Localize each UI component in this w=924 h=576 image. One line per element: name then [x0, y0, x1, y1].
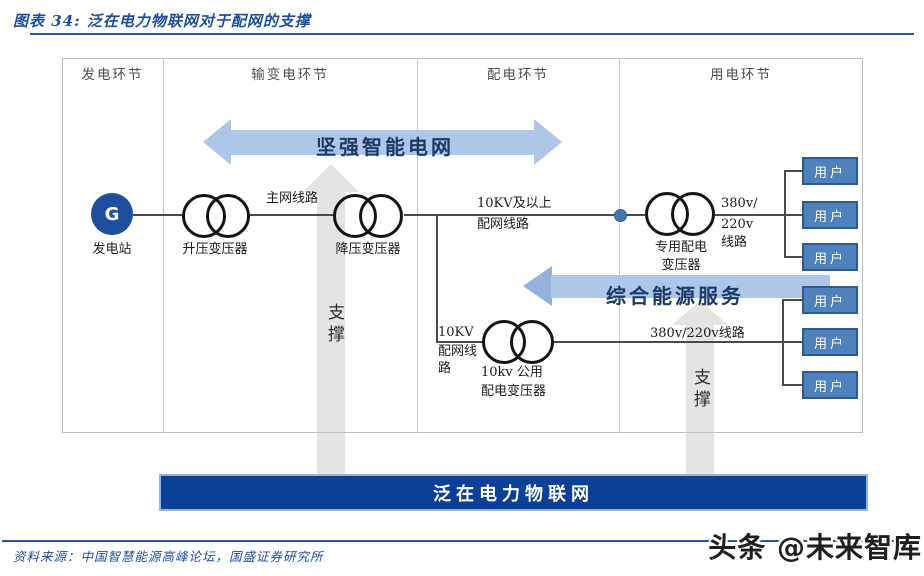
- support-arrow-right-shaft: [686, 324, 714, 474]
- 380v-line-label: 380v/: [721, 196, 758, 211]
- support-label-right: 支撑: [690, 368, 710, 412]
- wire-branch-to-public: [436, 341, 484, 343]
- ubiquitous-power-iot-bar: 泛在电力物联网: [159, 474, 868, 511]
- 380v-line-label: 220v: [721, 217, 754, 232]
- stepdown-transformer-icon: [359, 194, 403, 238]
- support-arrow-left-head: [303, 164, 359, 192]
- user-box: 用户: [802, 328, 858, 356]
- wire-stepdown-to-dedicated: [404, 214, 645, 216]
- 10kv-line-label: 10KV: [438, 325, 474, 340]
- dedicated-transformer-label: 变压器: [661, 258, 701, 273]
- user-bracket-bottom: [782, 299, 784, 386]
- diagram-frame: [62, 58, 863, 433]
- 10kv-line-label: 配网线: [438, 344, 478, 359]
- support-arrow-right-head: [672, 301, 728, 325]
- support-arrow-left-shaft: [317, 191, 345, 474]
- generator-icon: G: [91, 193, 133, 235]
- column-divider-1: [163, 58, 164, 433]
- user-stub-6: [782, 384, 802, 386]
- smart-grid-arrow-right-icon: [534, 119, 562, 165]
- user-box: 用户: [802, 201, 858, 229]
- energy-service-arrow-head-icon: [523, 266, 552, 306]
- column-divider-2: [417, 58, 418, 433]
- user-bracket-top: [784, 170, 786, 258]
- dedicated-transformer-icon: [671, 192, 715, 236]
- user-box: 用户: [802, 243, 858, 271]
- 380v-220v-line-label: 380v/220v线路: [650, 326, 745, 341]
- title-divider: [30, 33, 914, 35]
- public-transformer-label: 配电变压器: [481, 384, 547, 399]
- wire-stepup-to-stepdown: [248, 214, 335, 216]
- 10kv-line-label: 路: [438, 361, 452, 376]
- smart-grid-arrow-body: [230, 130, 535, 155]
- user-stub-3: [784, 256, 802, 258]
- column-divider-3: [619, 58, 620, 433]
- public-transformer-icon: [510, 320, 554, 364]
- energy-service-label: 综合能源服务: [606, 284, 744, 308]
- user-box: 用户: [802, 371, 858, 399]
- smart-grid-arrow-left-icon: [203, 119, 231, 165]
- wire-public-to-users: [554, 341, 802, 343]
- watermark: 头条 @未来智库: [708, 531, 922, 564]
- 380v-line-label: 线路: [721, 235, 748, 250]
- user-stub-4: [782, 299, 802, 301]
- source-divider: [2, 540, 918, 542]
- 10kv-plus-line-label: 10KV及以上: [477, 196, 552, 211]
- generator-label: 发电站: [92, 242, 132, 257]
- wire-gen-to-stepup: [133, 214, 184, 216]
- wire-dedicated-to-users: [714, 214, 802, 216]
- energy-service-arrow-body: [551, 275, 830, 298]
- user-stub-1: [784, 170, 802, 172]
- main-grid-line-label: 主网线路: [265, 191, 318, 206]
- smart-grid-label: 坚强智能电网: [316, 135, 454, 159]
- user-box: 用户: [802, 157, 858, 185]
- support-label-left: 支撑: [324, 303, 344, 347]
- stepdown-transformer-label: 降压变压器: [335, 242, 401, 257]
- figure-source: 资料来源：中国智慧能源高峰论坛，国盛证券研究所: [13, 549, 324, 564]
- public-transformer-label: 10kv 公用: [481, 365, 543, 380]
- column-header-transmission: 输变电环节: [251, 67, 329, 83]
- 10kv-plus-line-label: 配网线路: [477, 217, 530, 232]
- figure-title: 图表 34: 泛在电力物联网对于配网的支撑: [13, 12, 311, 30]
- junction-dot: [614, 209, 627, 222]
- stepup-transformer-label: 升压变压器: [182, 242, 248, 257]
- column-header-distribution: 配电环节: [487, 67, 549, 83]
- column-header-generation: 发电环节: [81, 67, 144, 83]
- user-box: 用户: [802, 286, 858, 314]
- column-header-consumption: 用电环节: [710, 67, 772, 83]
- stepup-transformer-icon: [206, 194, 250, 238]
- dedicated-transformer-label: 专用配电: [654, 240, 707, 255]
- wire-branch-down: [436, 215, 438, 343]
